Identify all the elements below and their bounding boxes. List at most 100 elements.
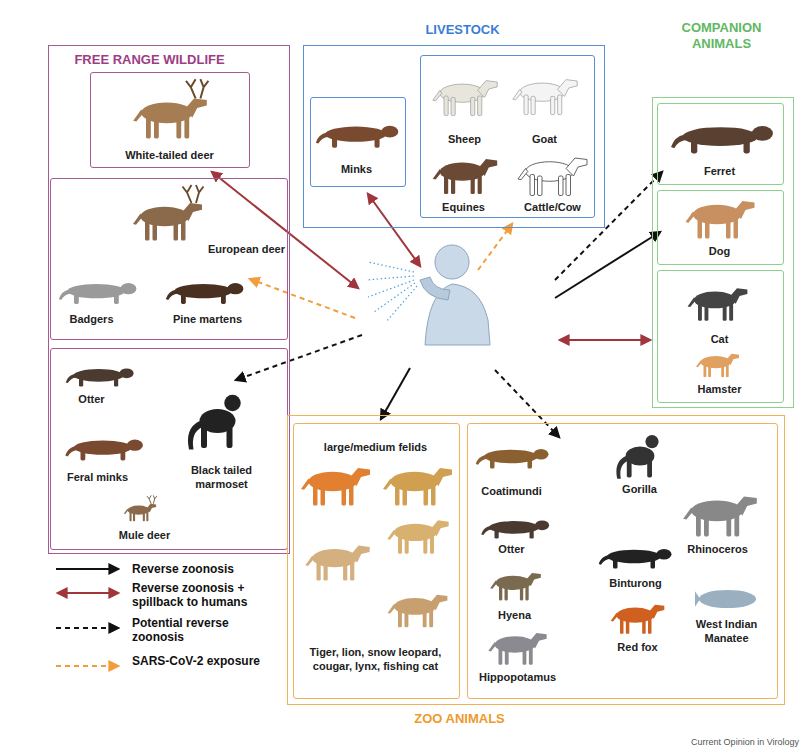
arrow bbox=[478, 224, 512, 270]
animal-box: White-tailed deer bbox=[90, 72, 250, 168]
animal-label: West Indian Manatee bbox=[687, 618, 767, 644]
animal-box: Ferret bbox=[657, 103, 784, 185]
animal-label: European deer bbox=[208, 243, 285, 256]
group-heading: COMPANION ANIMALS bbox=[667, 20, 777, 51]
animal-label: Black tailed marmoset bbox=[177, 464, 267, 490]
animal-label: Hyena bbox=[498, 609, 531, 622]
animal-label: Ferret bbox=[704, 165, 735, 178]
animal-label: Minks bbox=[341, 163, 372, 176]
fox-drawing bbox=[611, 605, 665, 634]
otter-drawing bbox=[66, 368, 134, 386]
arrow bbox=[250, 279, 355, 318]
hippo-drawing bbox=[488, 633, 546, 665]
animal-box: CatHamster bbox=[657, 270, 784, 403]
cow-drawing bbox=[518, 158, 587, 196]
animal-label: White-tailed deer bbox=[125, 149, 214, 162]
rhino-drawing bbox=[683, 496, 757, 536]
animal-label: Sheep bbox=[448, 133, 481, 146]
group-box: LIVESTOCKMinksSheepGoatEquinesCattle/Cow bbox=[303, 45, 605, 228]
legend-samples bbox=[56, 569, 118, 666]
animal-box: Sheep GoatEquines Cattle/Cow bbox=[420, 55, 595, 218]
legend-line bbox=[56, 665, 118, 667]
otter-drawing bbox=[481, 520, 549, 538]
person-head bbox=[435, 245, 469, 279]
group-heading: LIVESTOCK bbox=[425, 22, 499, 38]
legend-text: Reverse zoonosis bbox=[132, 562, 262, 576]
animal-box: Coatimundi GorillaOtter RhinocerosBinturon… bbox=[467, 423, 778, 699]
tiger-drawing bbox=[301, 468, 370, 506]
animal-label: Gorilla bbox=[622, 483, 657, 496]
animal-label: Cattle/Cow bbox=[524, 201, 581, 214]
legend-text: Reverse zoonosis + spillback to humans bbox=[132, 581, 262, 610]
group-box: COMPANION ANIMALSFerretDogCatHamster bbox=[652, 97, 794, 408]
coati-drawing bbox=[476, 449, 549, 469]
animal-label: Pine martens bbox=[173, 313, 242, 326]
arrow bbox=[560, 339, 650, 341]
arrow bbox=[368, 194, 420, 266]
binturong-drawing bbox=[599, 549, 672, 569]
group-heading: ZOO ANIMALS bbox=[414, 711, 505, 727]
animal-label: Equines bbox=[442, 201, 485, 214]
hamster-drawing bbox=[696, 354, 739, 377]
arrow bbox=[555, 232, 660, 298]
hyena-drawing bbox=[490, 573, 541, 601]
animal-label: Mule deer bbox=[119, 529, 170, 542]
leopard-drawing bbox=[387, 520, 448, 553]
legend-line bbox=[58, 592, 118, 594]
goat-drawing bbox=[513, 80, 577, 115]
legend-text: SARS-CoV-2 exposure bbox=[132, 654, 262, 668]
legend-line bbox=[56, 568, 118, 570]
animal-box: European deerBadgersPine martens bbox=[50, 178, 288, 340]
journal-watermark: Current Opinion in Virology bbox=[691, 737, 799, 748]
dog-drawing bbox=[686, 201, 755, 239]
animal-caption: Tiger, lion, snow leopard, cougar, lynx,… bbox=[301, 646, 451, 672]
group-heading: FREE RANGE WILDLIFE bbox=[74, 52, 224, 68]
animal-label: large/medium felids bbox=[324, 441, 427, 454]
lion-drawing bbox=[383, 468, 452, 506]
arrow bbox=[495, 370, 559, 437]
arrow bbox=[236, 335, 362, 380]
animal-label: Goat bbox=[532, 133, 557, 146]
cougar-drawing bbox=[305, 546, 369, 581]
lynx-drawing bbox=[388, 595, 448, 628]
deer-drawing bbox=[133, 185, 204, 241]
animal-label: Feral minks bbox=[67, 471, 128, 484]
mink-drawing bbox=[65, 440, 143, 461]
horse-drawing bbox=[433, 159, 497, 194]
animal-label: Rhinoceros bbox=[687, 543, 748, 556]
badger-drawing bbox=[59, 283, 137, 304]
sheep-drawing bbox=[433, 81, 497, 116]
animal-label: Hippopotamus bbox=[479, 671, 556, 684]
gorilla-drawing bbox=[616, 435, 658, 479]
person-coughing bbox=[366, 245, 490, 345]
animal-label: Hamster bbox=[697, 383, 741, 396]
droplets bbox=[366, 262, 417, 322]
animal-box: OtterFeral minks Black tailed marmosetMul… bbox=[50, 348, 288, 550]
animal-label: Otter bbox=[78, 393, 104, 406]
arrow bbox=[381, 368, 410, 419]
marten-drawing bbox=[166, 283, 244, 304]
animal-label: Binturong bbox=[609, 577, 662, 590]
legend-text: Potential reverse zoonosis bbox=[132, 616, 262, 645]
animal-label: Otter bbox=[498, 543, 524, 556]
mink-drawing bbox=[316, 126, 398, 148]
deer-drawing bbox=[124, 495, 157, 521]
animal-label: Dog bbox=[709, 245, 730, 258]
arrow bbox=[212, 172, 358, 288]
animal-box: Minks bbox=[310, 97, 406, 187]
group-box: FREE RANGE WILDLIFE White-tailed deerEuro… bbox=[48, 45, 290, 554]
legend-line bbox=[56, 627, 118, 629]
animal-box: Dog bbox=[657, 190, 784, 265]
group-box: ZOO ANIMALSlarge/medium felidsTiger, lio… bbox=[287, 415, 785, 705]
marmoset-drawing bbox=[188, 395, 241, 450]
animal-box: large/medium felidsTiger, lion, snow leo… bbox=[293, 423, 460, 699]
animal-label: Red fox bbox=[617, 641, 657, 654]
deer-drawing bbox=[133, 79, 208, 138]
person-arm bbox=[420, 277, 450, 300]
manatee-drawing bbox=[695, 590, 756, 608]
ferret-drawing bbox=[671, 126, 773, 153]
animal-label: Coatimundi bbox=[481, 485, 542, 498]
arrows bbox=[212, 172, 662, 437]
